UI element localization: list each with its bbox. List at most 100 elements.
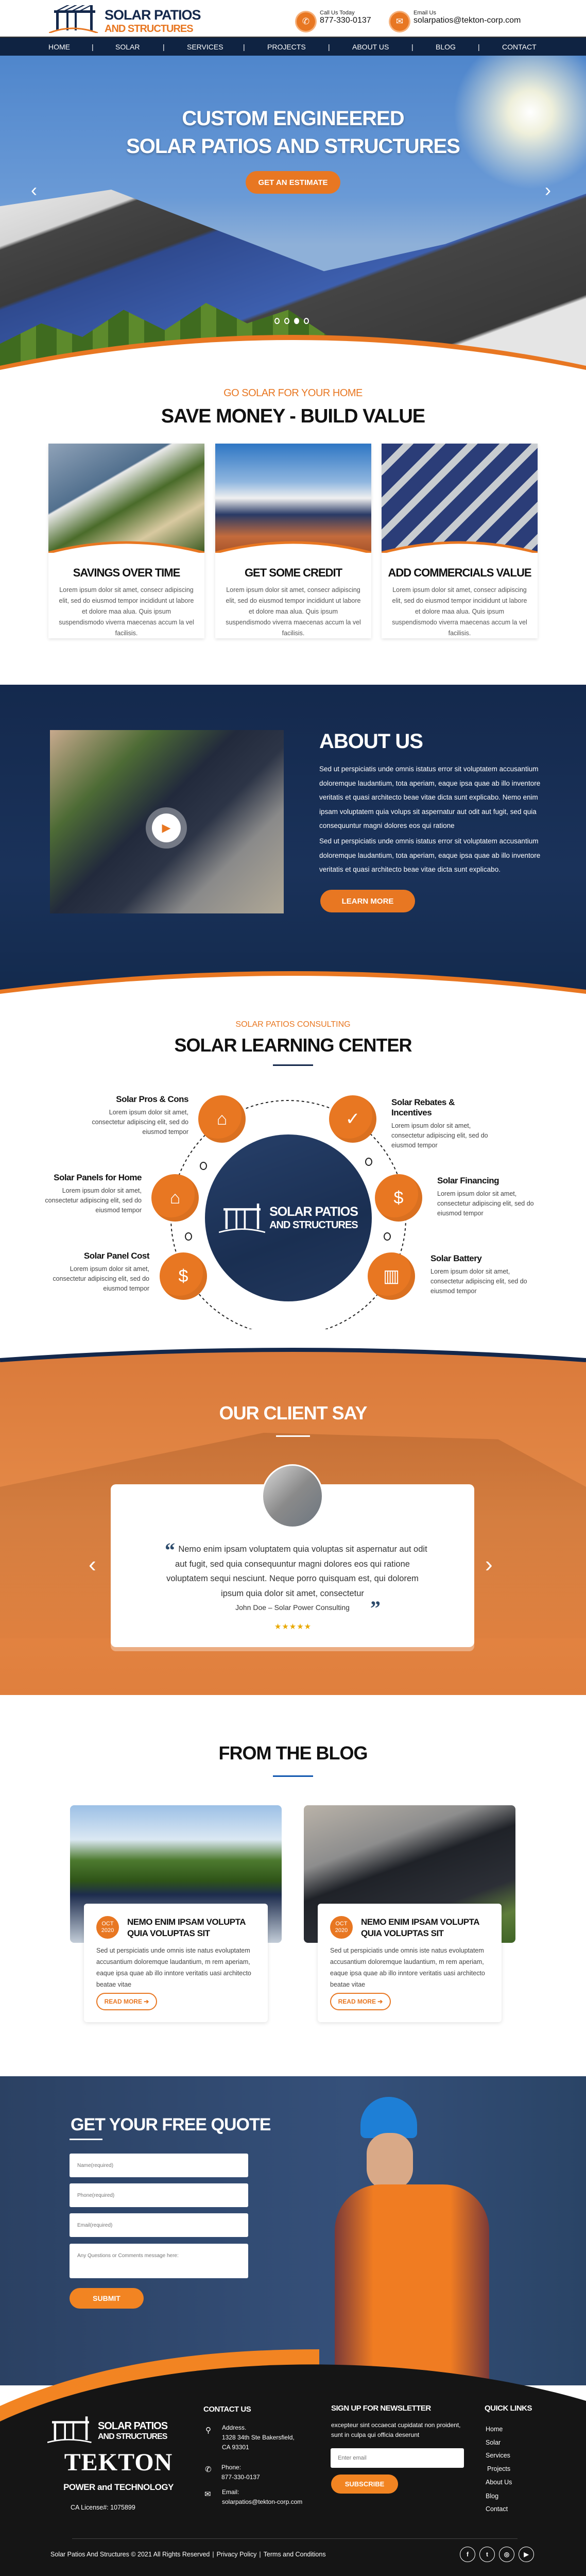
feature-card: SAVINGS OVER TIME Lorem ipsum dolor sit … [48, 444, 204, 638]
terms-link[interactable]: Terms and Conditions [263, 2551, 326, 2558]
rating-stars: ★★★★★ [274, 1622, 312, 1631]
logo-text[interactable]: SOLAR PATIOS AND STRUCTURES [105, 7, 201, 35]
next-testimonial-arrow-icon[interactable]: › [485, 1552, 493, 1577]
footer-email[interactable]: solarpatios@tekton-corp.com [222, 2498, 303, 2505]
prev-testimonial-arrow-icon[interactable]: ‹ [89, 1552, 96, 1577]
footer-link-about-us[interactable]: About Us [486, 2479, 512, 2486]
envelope-icon: ✉ [390, 12, 409, 31]
post-title[interactable]: NEMO ENIM IPSAM VOLUPTA QUIA VOLUPTAS SI… [361, 1917, 479, 1938]
message-textarea[interactable] [70, 2244, 248, 2278]
get-estimate-button[interactable]: GET AN ESTIMATE [246, 171, 340, 194]
learning-item[interactable]: Solar Financing Lorem ipsum dolor sit am… [437, 1176, 540, 1218]
testimonials-title: OUR CLIENT SAY [219, 1402, 368, 1423]
separator: | [212, 2551, 214, 2558]
learning-item[interactable]: Solar Panels for Home Lorem ipsum dolor … [44, 1173, 142, 1215]
call-number[interactable]: 877-330-0137 [320, 16, 371, 25]
learning-item-text: Lorem ipsum dolor sit amet, consectetur … [430, 1268, 527, 1295]
title-underline [276, 1435, 310, 1437]
learning-item-title: Solar Battery [430, 1253, 482, 1263]
nav-home[interactable]: HOME [48, 43, 70, 51]
nav-solar[interactable]: SOLAR [115, 43, 140, 51]
facebook-icon[interactable]: f [460, 2547, 475, 2562]
footer-link-home[interactable]: Home [486, 2426, 503, 2433]
title-underline [70, 2139, 102, 2140]
footer-link-services[interactable]: Services [486, 2452, 510, 2459]
nav-projects[interactable]: PROJECTS [267, 43, 306, 51]
address-line2: CA 93301 [222, 2444, 249, 2451]
read-more-button[interactable]: READ MORE ➔ [330, 1993, 391, 2010]
phone-input[interactable] [70, 2183, 248, 2207]
play-icon: ▶ [152, 814, 181, 842]
footer-link-blog[interactable]: Blog [486, 2493, 499, 2500]
pergola-logo-icon[interactable] [48, 4, 100, 34]
post-year: 2020 [335, 1927, 348, 1934]
slide-dot[interactable] [304, 318, 309, 324]
post-title[interactable]: NEMO ENIM IPSAM VOLUPTA QUIA VOLUPTAS SI… [127, 1917, 246, 1938]
twitter-icon[interactable]: t [479, 2547, 495, 2562]
nav-contact[interactable]: CONTACT [502, 43, 537, 51]
footer-curve [0, 2349, 586, 2576]
about-paragraph: Sed ut perspiciatis unde omnis istatus e… [319, 765, 541, 829]
feature-card: ADD COMMERCIALS VALUE Lorem ipsum dolor … [382, 444, 538, 638]
instagram-icon[interactable]: ◎ [499, 2547, 514, 2562]
feature-card-text: Lorem ipsum dolor sit amet, consecr adip… [59, 586, 194, 637]
learning-item[interactable]: Solar Battery Lorem ipsum dolor sit amet… [430, 1253, 533, 1296]
features-title: SAVE MONEY - BUILD VALUE [161, 405, 425, 427]
address-line1: 1328 34th Ste Bakersfield, [222, 2434, 295, 2441]
hero-slider: CUSTOM ENGINEERED SOLAR PATIOS AND STRUC… [0, 56, 586, 371]
learning-item[interactable]: Solar Rebates & Incentives Lorem ipsum d… [391, 1097, 494, 1150]
learning-item[interactable]: Solar Panel Cost Lorem ipsum dolor sit a… [51, 1251, 149, 1294]
worker-face-image [367, 2133, 413, 2190]
submit-button[interactable]: SUBMIT [70, 2288, 144, 2309]
tekton-tagline: POWER and TECHNOLOGY [63, 2482, 174, 2492]
nav-about-us[interactable]: ABOUT US [352, 43, 389, 51]
dollar-device-icon[interactable]: $ [160, 1252, 207, 1300]
location-pin-icon: ⚲ [205, 2426, 211, 2435]
post-excerpt: Sed ut perspiciatis unde omnis iste natu… [96, 1947, 251, 1988]
learning-item[interactable]: Solar Pros & Cons Lorem ipsum dolor sit … [85, 1094, 188, 1137]
newsletter-email-input[interactable] [331, 2448, 464, 2468]
prev-slide-arrow-icon[interactable]: ‹ [31, 179, 37, 200]
email-address[interactable]: solarpatios@tekton-corp.com [413, 16, 521, 25]
learn-more-button[interactable]: LEARN MORE [320, 890, 415, 912]
footer-link-solar[interactable]: Solar [486, 2439, 501, 2446]
footer-link-projects[interactable]: Projects [487, 2465, 511, 2472]
call-us[interactable]: Call Us Today 877-330-0137 [320, 10, 371, 25]
privacy-policy-link[interactable]: Privacy Policy [216, 2551, 257, 2558]
read-more-button[interactable]: READ MORE ➔ [96, 1993, 157, 2010]
shield-check-icon[interactable]: ✓ [329, 1095, 376, 1143]
next-slide-arrow-icon[interactable]: › [545, 179, 551, 200]
slide-dot-active[interactable] [294, 318, 299, 324]
feature-card: GET SOME CREDIT Lorem ipsum dolor sit am… [215, 444, 371, 638]
footer-phone[interactable]: 877-330-0137 [221, 2473, 260, 2481]
name-input[interactable] [70, 2154, 248, 2177]
nav-blog[interactable]: BLOG [436, 43, 456, 51]
house-solar-icon[interactable]: ⌂ [198, 1095, 246, 1143]
phone-block: Phone: 877-330-0137 [221, 2463, 260, 2482]
nav-services[interactable]: SERVICES [187, 43, 223, 51]
footer-link-contact[interactable]: Contact [486, 2505, 508, 2513]
title-underline [273, 1064, 313, 1066]
home-panel-icon[interactable]: ⌂ [151, 1174, 199, 1222]
play-button[interactable]: ▶ [146, 807, 187, 849]
battery-icon[interactable]: ▥ [368, 1252, 415, 1300]
copyright-text: Solar Patios And Structures © 2021 All R… [50, 2551, 210, 2558]
about-video-thumbnail[interactable]: ▶ [50, 730, 284, 913]
hero-title-line2: SOLAR PATIOS AND STRUCTURES [126, 135, 460, 158]
commercial-carport-image [382, 444, 538, 553]
email-us[interactable]: Email Us solarpatios@tekton-corp.com [413, 10, 521, 25]
subscribe-button[interactable]: SUBSCRIBE [331, 2475, 398, 2494]
email-input[interactable] [70, 2213, 248, 2237]
about-section: ▶ ABOUT US Sed ut perspiciatis unde omni… [0, 685, 586, 994]
email-label: Email Us [413, 10, 437, 16]
about-paragraph: Sed ut perspiciatis unde omnis istatus e… [319, 837, 541, 873]
learning-title: SOLAR LEARNING CENTER [174, 1035, 412, 1056]
monitor-chart-icon[interactable]: $ [375, 1174, 422, 1222]
testimonial-curve-divider [0, 1340, 586, 1362]
youtube-icon[interactable]: ▶ [519, 2547, 534, 2562]
center-logo-circle: SOLAR PATIOS AND STRUCTURES [205, 1134, 372, 1301]
slide-dot[interactable] [284, 318, 289, 324]
slide-dot[interactable] [274, 318, 280, 324]
